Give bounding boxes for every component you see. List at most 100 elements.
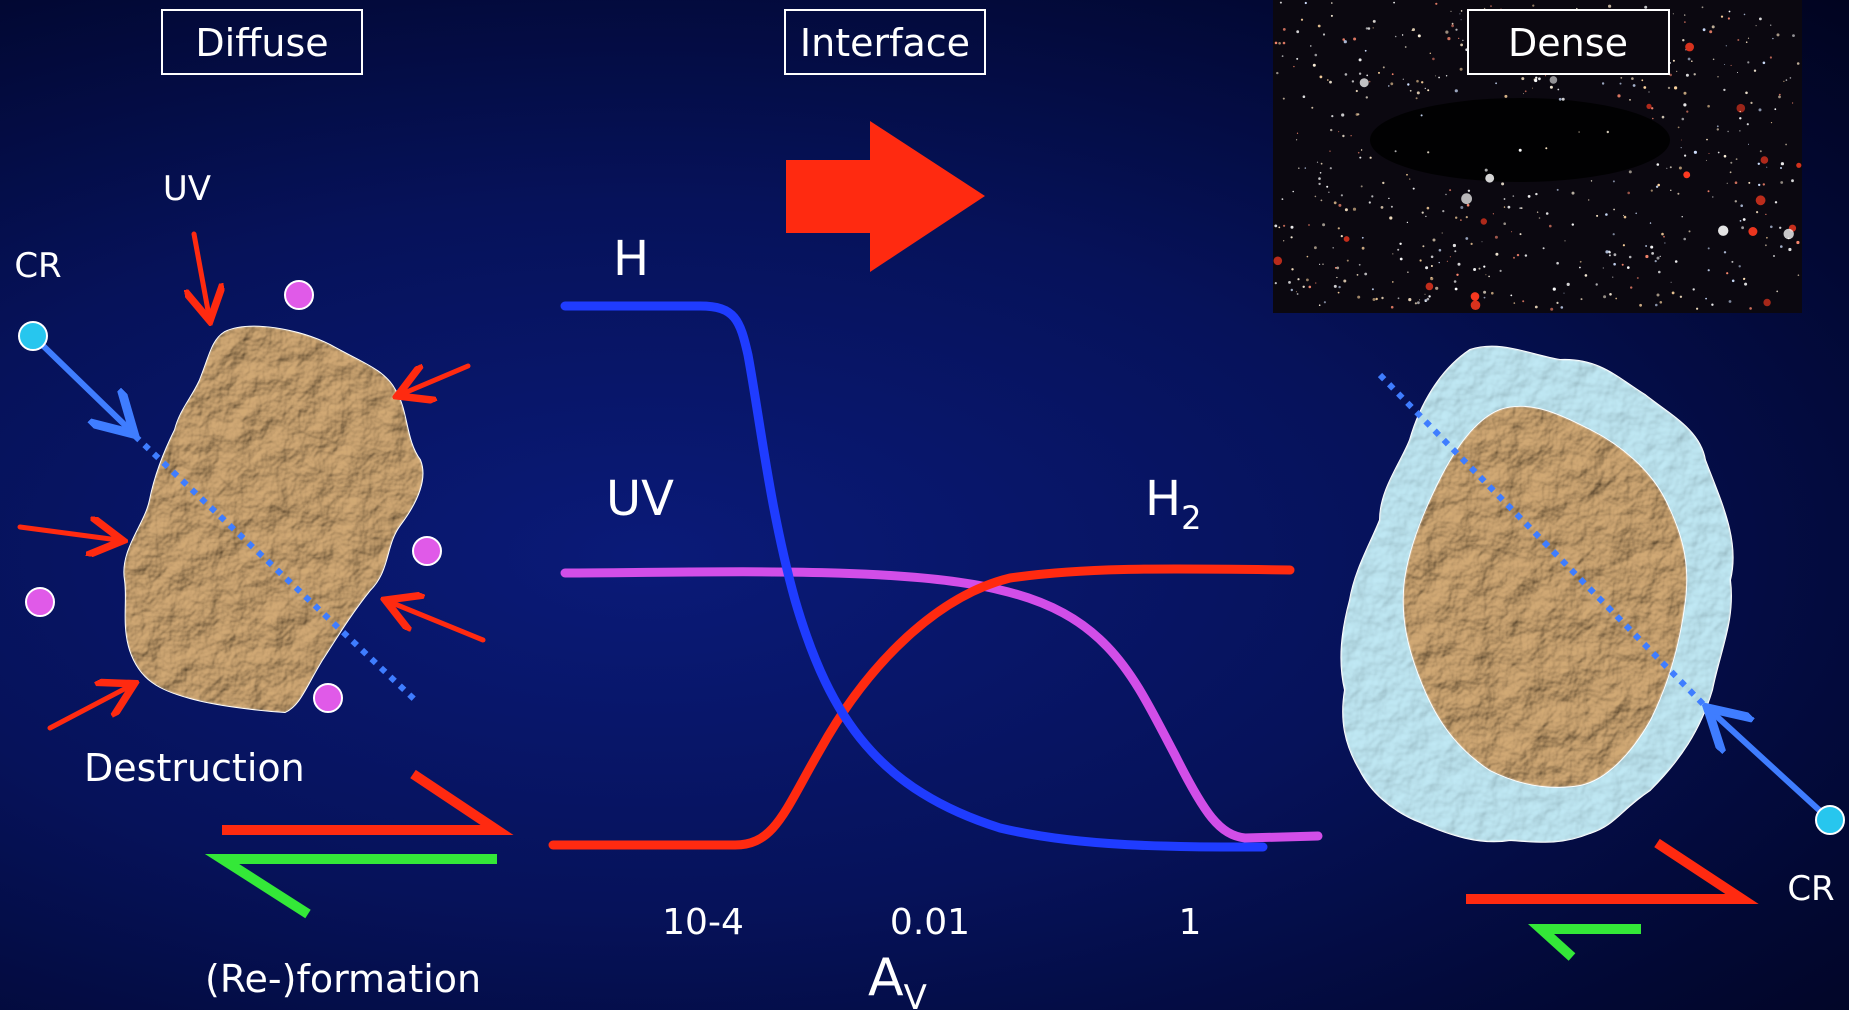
star [1728,10,1731,13]
star [1628,170,1632,174]
star [1488,275,1490,278]
star [1290,225,1294,229]
star [1432,57,1435,61]
star [1323,301,1326,304]
star [1774,201,1778,204]
star [1338,285,1341,289]
star [1532,4,1535,7]
star [1465,216,1468,219]
star [1454,89,1458,93]
star [1608,4,1612,8]
star [1372,27,1374,29]
star [1364,272,1368,276]
star [1549,85,1553,89]
star [1613,253,1617,257]
star [1409,89,1412,92]
star [1382,181,1385,185]
star [1495,252,1499,256]
star [1755,25,1757,27]
star [1511,231,1513,233]
star [1451,24,1454,28]
star [1588,199,1590,201]
star [1425,215,1427,218]
star [1318,304,1321,307]
star [1435,286,1439,290]
star [1538,77,1541,81]
star [1343,40,1347,44]
star [1449,189,1452,192]
star [1682,39,1685,42]
star [1274,41,1278,45]
star [1683,91,1687,95]
formation-arrow [1528,924,1641,961]
star [1375,297,1378,301]
av-axis-label: AV [868,948,927,1010]
star [1785,143,1787,146]
star [1651,252,1654,255]
star [1620,77,1623,79]
star [1674,260,1678,263]
star [1389,216,1393,220]
star [1720,15,1724,18]
star [1737,39,1740,41]
star [1742,218,1746,221]
star [1306,255,1309,258]
h-atom [412,536,442,566]
star [1291,268,1294,271]
star [1705,159,1707,161]
star [1563,292,1565,294]
star [1456,273,1459,276]
star [1738,265,1741,268]
abundance-curves [548,301,1323,852]
star [1534,305,1538,309]
star [1302,95,1306,98]
uv-arrow [402,363,471,394]
star [1621,263,1624,266]
star [1527,195,1531,198]
star [1762,61,1766,65]
star [1619,82,1622,85]
h2-curve [548,564,1295,850]
star [1419,299,1421,301]
star [1494,235,1498,239]
star [1635,212,1637,215]
star [1332,247,1334,249]
star [1646,103,1652,109]
star [1758,108,1762,112]
star [1316,161,1319,163]
star [1677,192,1680,195]
star [1432,238,1436,242]
star [1308,224,1310,226]
star [1564,240,1566,242]
star [1748,143,1749,145]
star [1730,161,1733,164]
star [1650,245,1654,249]
star [1683,171,1691,179]
star [1378,71,1380,74]
star [1513,256,1515,259]
star [1371,195,1374,198]
star [1639,303,1642,307]
star [1438,261,1440,264]
star [1707,190,1710,193]
star [1623,214,1624,216]
star [1460,10,1463,12]
star [1353,37,1357,41]
star [1558,97,1562,101]
star [1298,167,1300,169]
star [1368,80,1371,83]
star [1368,201,1371,204]
star [1491,291,1494,295]
star [1520,207,1523,209]
star [1282,41,1286,45]
star [1276,71,1279,75]
star [1723,88,1726,92]
av-tick-label: 1 [1179,902,1202,943]
star [1455,28,1458,31]
star [1473,268,1477,271]
star [1745,91,1748,95]
star [1420,114,1423,117]
star [1649,222,1652,224]
star [1424,300,1427,302]
star [1319,263,1321,265]
